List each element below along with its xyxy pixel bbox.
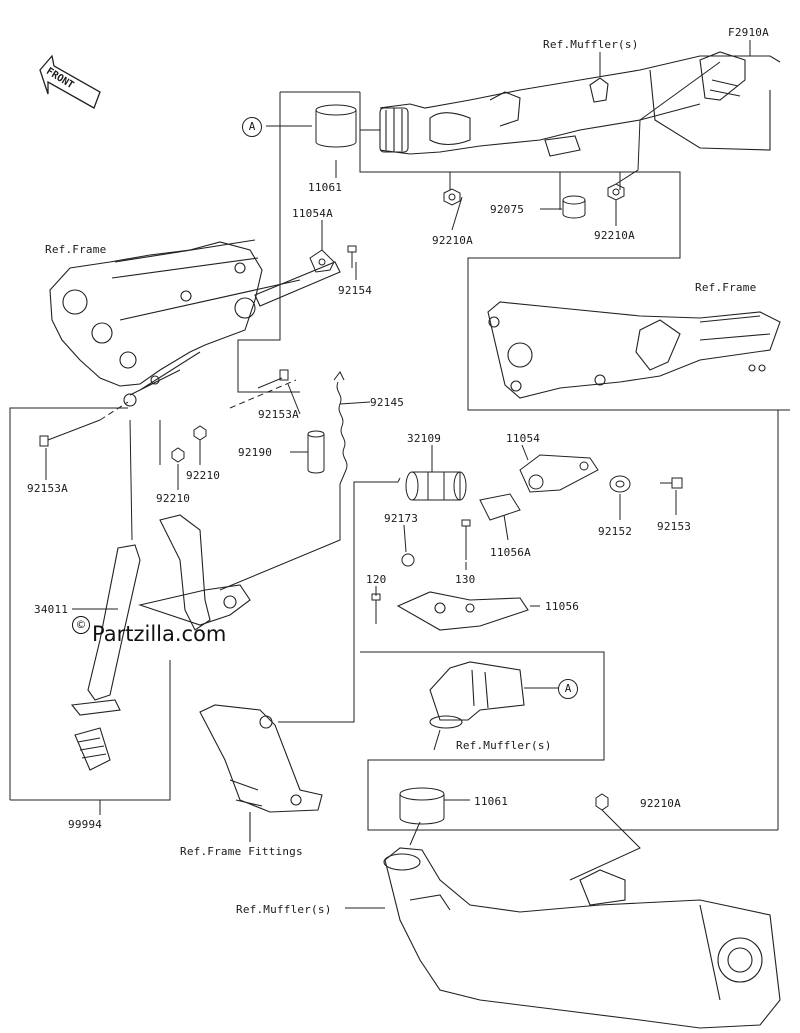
part-11056A: 11056A	[490, 546, 531, 559]
part-92153A-mid: 92153A	[258, 408, 299, 421]
part-92145: 92145	[370, 396, 405, 409]
part-92152: 92152	[598, 525, 633, 538]
part-92210-a: 92210	[186, 469, 221, 482]
front-arrow-icon	[39, 54, 101, 109]
sleeve-11061-bottom	[399, 787, 445, 825]
part-92153A-left: 92153A	[27, 482, 68, 495]
part-92210A-left: 92210A	[432, 234, 473, 247]
nut-92210A-bottom	[595, 793, 609, 811]
watermark-text: Partzilla.com	[92, 622, 227, 646]
ref-muffler-bottom: Ref.Muffler(s)	[236, 903, 332, 916]
bolt-92153	[660, 477, 683, 489]
part-92210A-right: 92210A	[594, 229, 635, 242]
bolt-92154	[347, 245, 357, 268]
ref-muffler-top: Ref.Muffler(s)	[543, 38, 639, 51]
muffler-joint-mid	[429, 661, 525, 729]
part-11061-top: 11061	[308, 181, 343, 194]
damper-92075	[562, 195, 586, 219]
part-92190: 92190	[238, 446, 273, 459]
collar-92190	[307, 430, 325, 474]
bolt-92153A-mid	[257, 369, 289, 389]
part-11054: 11054	[506, 432, 541, 445]
part-92075: 92075	[490, 203, 525, 216]
ref-frame-fittings: Ref.Frame Fittings	[180, 845, 303, 858]
figure-id: F2910A	[728, 26, 769, 39]
watermark-copyright-icon: ©	[72, 616, 90, 634]
side-stand-34011	[70, 514, 251, 771]
muffler-bottom-drawing	[383, 847, 781, 1029]
part-92210-b: 92210	[156, 492, 191, 505]
callout-a-mid: A	[558, 679, 578, 699]
arm-11054	[519, 454, 599, 493]
nut-92210-a	[193, 425, 207, 441]
part-92173: 92173	[384, 512, 419, 525]
nut-92210-b	[171, 447, 185, 463]
part-11054A: 11054A	[292, 207, 333, 220]
bracket-lines-top	[237, 91, 790, 411]
part-92153: 92153	[657, 520, 692, 533]
part-11056: 11056	[545, 600, 580, 613]
part-32109: 32109	[407, 432, 442, 445]
bracket-11054A	[309, 249, 335, 273]
part-99994: 99994	[68, 818, 103, 831]
part-120: 120	[366, 573, 387, 586]
muffler-top-drawing	[360, 51, 781, 157]
plate-11056A	[479, 493, 521, 521]
ref-muffler-mid: Ref.Muffler(s)	[456, 739, 552, 752]
ref-frame-right: Ref.Frame	[695, 281, 757, 294]
sleeve-11061-top	[315, 104, 357, 148]
part-130: 130	[455, 573, 476, 586]
spring-92145	[333, 371, 348, 485]
collar-92152	[609, 475, 631, 493]
bolt-92153A-left	[39, 419, 101, 447]
part-34011: 34011	[34, 603, 69, 616]
frame-right-drawing	[487, 301, 781, 399]
bolt-130	[461, 519, 471, 560]
part-92210A-bottom: 92210A	[640, 797, 681, 810]
clip-92173	[401, 553, 415, 567]
frame-left-drawing	[49, 239, 341, 407]
callout-a-top: A	[242, 117, 262, 137]
part-92154: 92154	[338, 284, 373, 297]
bracket-11056	[396, 591, 529, 631]
ref-frame-left: Ref.Frame	[45, 243, 107, 256]
part-11061-bottom: 11061	[474, 795, 509, 808]
footrest-bracket-drawing	[199, 704, 323, 842]
nut-92210A-left	[443, 188, 461, 206]
rubber-32109	[405, 471, 467, 501]
